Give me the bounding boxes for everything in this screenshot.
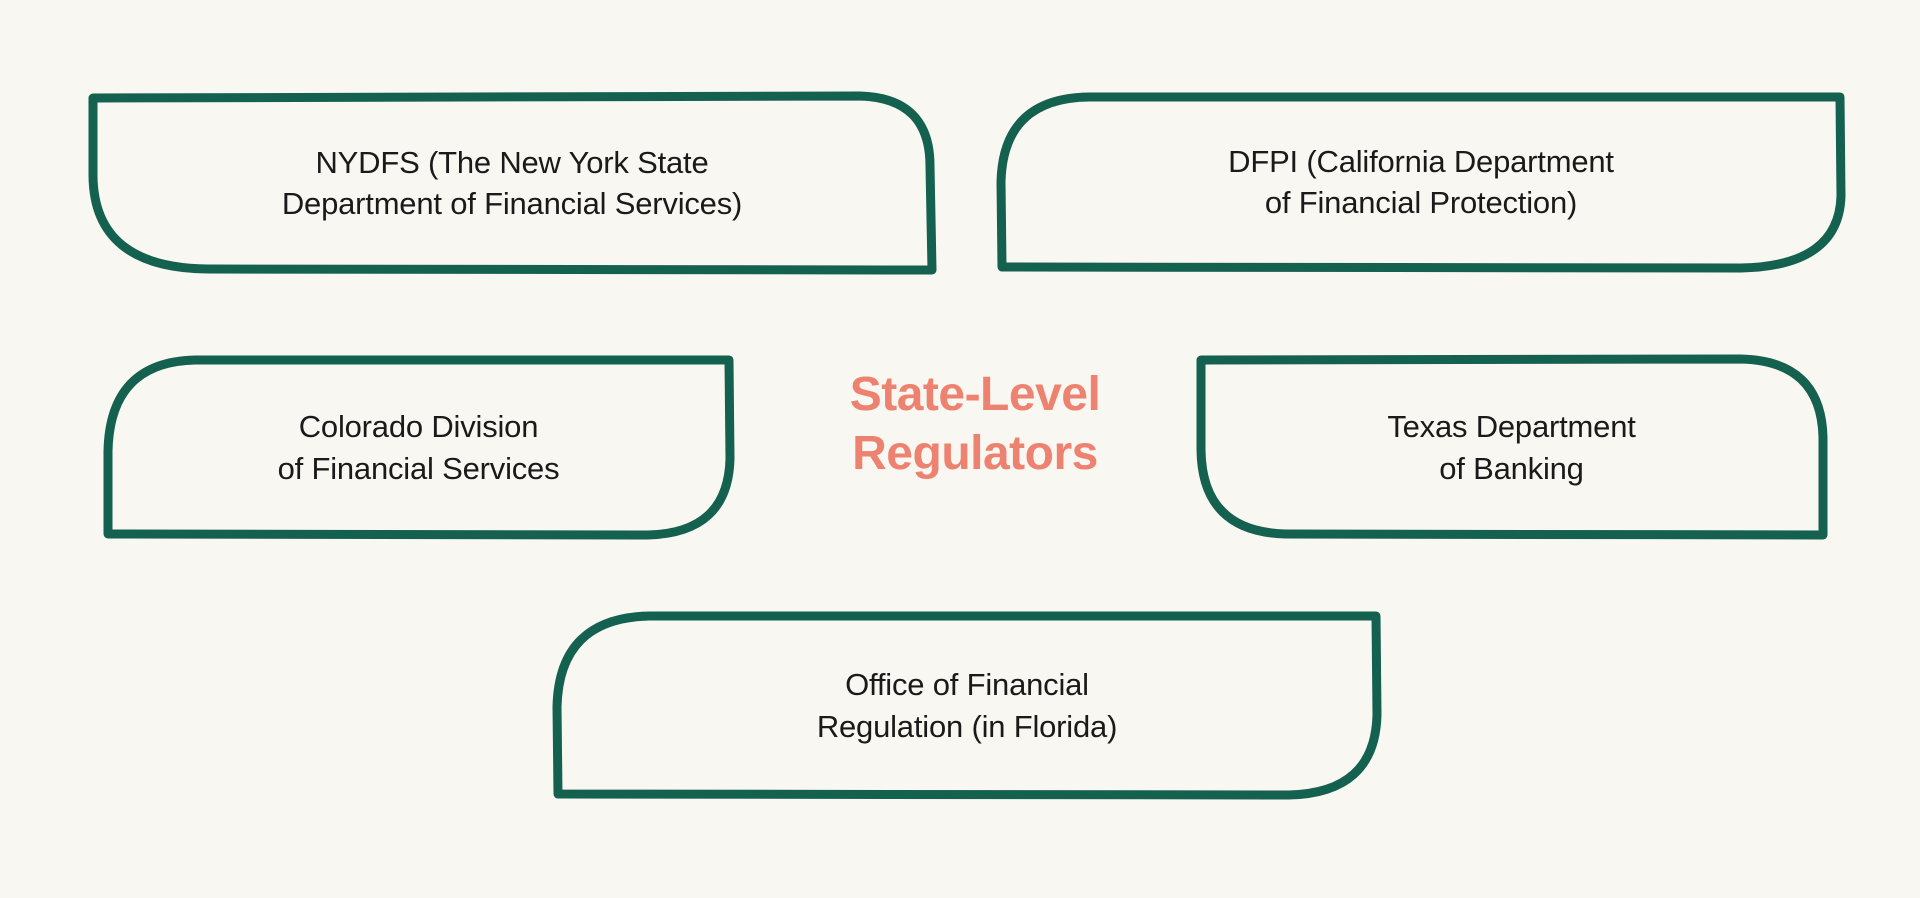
node-dfpi-label: DFPI (California Department of Financial…: [1228, 143, 1614, 220]
node-nydfs[interactable]: NYDFS (The New York State Department of …: [88, 91, 937, 275]
node-colorado[interactable]: Colorado Division of Financial Services: [103, 355, 735, 540]
node-florida-label: Office of Financial Regulation (in Flori…: [816, 667, 1118, 744]
node-florida[interactable]: Office of Financial Regulation (in Flori…: [552, 611, 1382, 800]
center-title: State-Level Regulators: [849, 368, 1101, 480]
node-texas[interactable]: Texas Department of Banking: [1196, 354, 1828, 540]
node-texas-label: Texas Department of Banking: [1387, 409, 1636, 486]
node-colorado-label: Colorado Division of Financial Services: [277, 409, 560, 486]
node-dfpi[interactable]: DFPI (California Department of Financial…: [996, 92, 1846, 273]
node-nydfs-label: NYDFS (The New York State Department of …: [281, 144, 743, 221]
